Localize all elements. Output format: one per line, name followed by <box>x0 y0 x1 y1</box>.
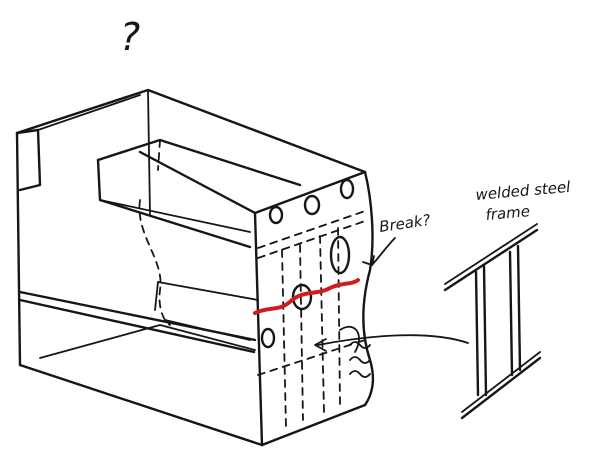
break-line <box>253 278 360 315</box>
lower-hole <box>260 327 276 349</box>
frame-label-line2: frame <box>485 202 531 224</box>
upper-shelf <box>96 138 302 249</box>
question-mark: ? <box>120 15 140 59</box>
break-arrow <box>371 237 396 266</box>
frame-label-line1: welded steel <box>475 178 572 204</box>
top-hole-3 <box>339 178 355 200</box>
frame-arrow <box>317 334 469 346</box>
left-top-box <box>15 94 141 192</box>
break-arrow-head <box>362 255 375 266</box>
bottom-interior <box>39 324 256 359</box>
inner-curve-dashed <box>138 199 171 326</box>
lower-shelf <box>18 281 259 354</box>
steel-frame <box>443 223 542 420</box>
cabinet-outline <box>15 88 375 447</box>
break-label: Break? <box>378 211 432 236</box>
frame-arrow-head <box>314 338 327 352</box>
front-panel <box>257 178 371 429</box>
top-hole-1 <box>268 205 284 225</box>
top-hole-2 <box>303 194 321 216</box>
large-oval <box>329 235 351 275</box>
